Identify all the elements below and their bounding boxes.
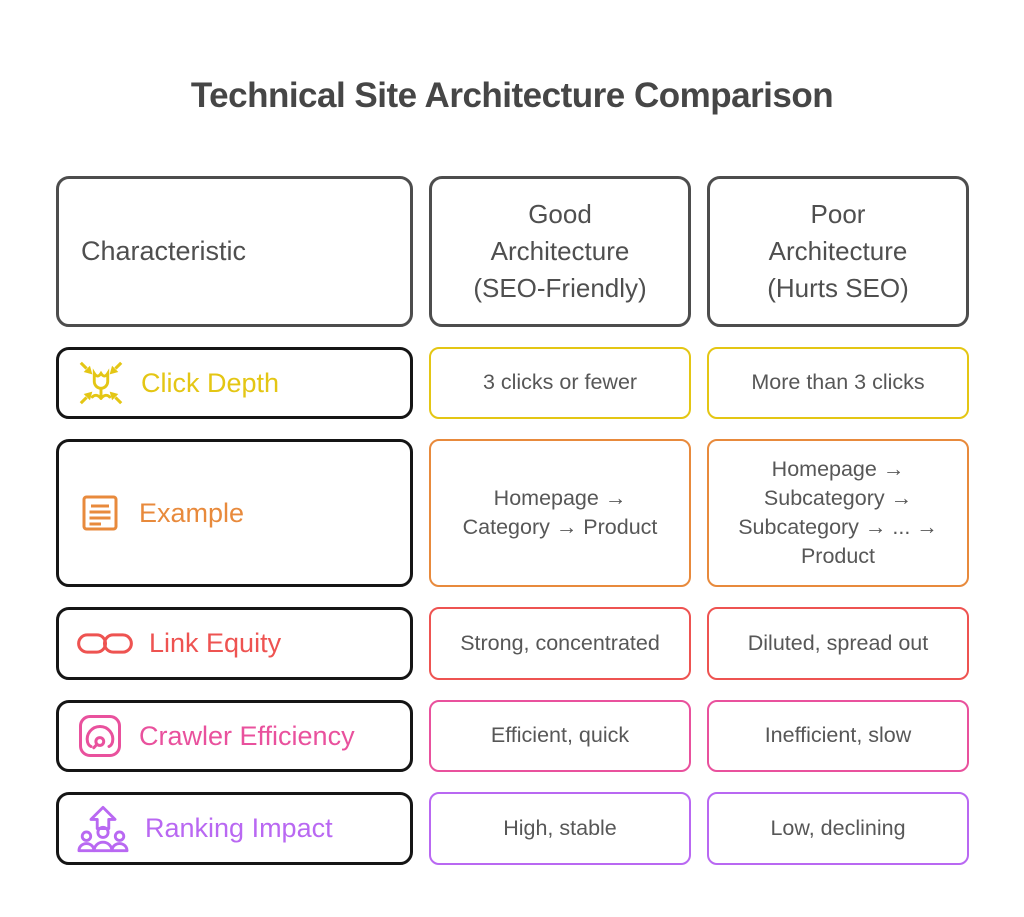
row-label-ranking-impact: Ranking Impact [56, 792, 413, 865]
row-label-text: Crawler Efficiency [139, 720, 355, 751]
row-label-click-depth: Click Depth [56, 347, 413, 419]
cell-text: Inefficient, slow [764, 723, 912, 748]
row-label-link-equity: Link Equity [56, 607, 413, 680]
audience-growth-icon [76, 804, 130, 854]
document-lines-icon [76, 489, 124, 537]
cell-example-poor: Homepage → Subcategory → Subcategory → .… [707, 439, 969, 587]
cell-text: Strong, concentrated [460, 630, 660, 655]
header-characteristic: Characteristic [56, 176, 413, 327]
header-label: Poor Architecture (Hurts SEO) [767, 199, 909, 303]
cell-crawler-efficiency-poor: Inefficient, slow [707, 700, 969, 772]
header-label: Good Architecture (SEO-Friendly) [473, 199, 647, 303]
row-label-crawler-efficiency: Crawler Efficiency [56, 700, 413, 772]
row-label-text: Ranking Impact [145, 813, 333, 843]
cell-crawler-efficiency-good: Efficient, quick [429, 700, 691, 772]
cell-ranking-impact-good: High, stable [429, 792, 691, 865]
row-label-text: Click Depth [141, 367, 280, 398]
cell-text: 3 clicks or fewer [482, 370, 638, 395]
cell-text: Efficient, quick [490, 723, 630, 748]
cell-text: Homepage → Subcategory → Subcategory → .… [738, 456, 938, 569]
chain-link-icon [76, 632, 134, 655]
cell-text: High, stable [503, 815, 617, 840]
comparison-table: Characteristic Good Architecture (SEO-Fr… [56, 176, 969, 865]
cell-click-depth-poor: More than 3 clicks [707, 347, 969, 419]
page-title: Technical Site Architecture Comparison [190, 76, 834, 115]
speedometer-icon [76, 712, 124, 760]
cell-link-equity-good: Strong, concentrated [429, 607, 691, 680]
cell-text: Homepage → Category → Product [462, 485, 658, 539]
row-label-text: Link Equity [149, 628, 282, 658]
cell-example-good: Homepage → Category → Product [429, 439, 691, 587]
row-label-text: Example [139, 497, 245, 528]
header-poor-architecture: Poor Architecture (Hurts SEO) [707, 176, 969, 327]
cell-text: Low, declining [770, 815, 906, 840]
header-good-architecture: Good Architecture (SEO-Friendly) [429, 176, 691, 327]
cell-click-depth-good: 3 clicks or fewer [429, 347, 691, 419]
compress-arrows-icon [76, 358, 126, 408]
header-label: Characteristic [81, 236, 247, 267]
row-label-example: Example [56, 439, 413, 587]
cell-text: Diluted, spread out [747, 630, 929, 655]
cell-ranking-impact-poor: Low, declining [707, 792, 969, 865]
cell-link-equity-poor: Diluted, spread out [707, 607, 969, 680]
cell-text: More than 3 clicks [751, 370, 925, 395]
